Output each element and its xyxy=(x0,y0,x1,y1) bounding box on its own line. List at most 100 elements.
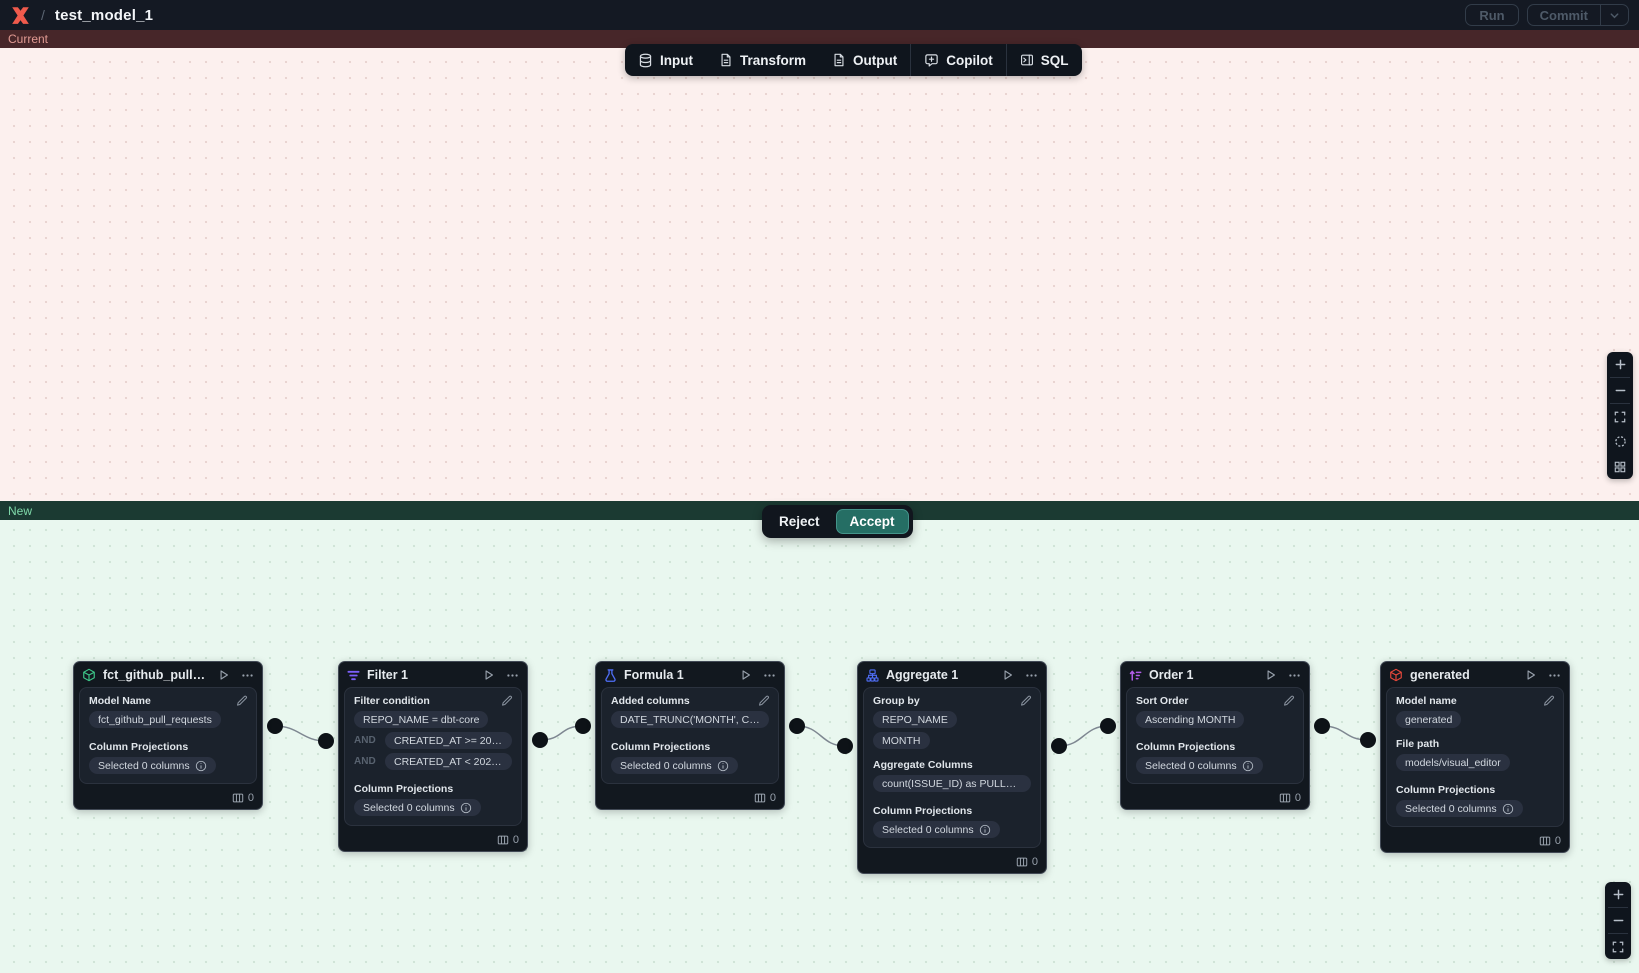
focus-button[interactable] xyxy=(1607,429,1633,454)
edge-target-handle[interactable] xyxy=(837,738,853,754)
play-icon xyxy=(483,669,495,681)
edge-source-handle[interactable] xyxy=(1051,738,1067,754)
file-text-icon xyxy=(832,53,846,67)
value-pill[interactable]: Selected 0 columns xyxy=(611,757,738,774)
row-count: 0 xyxy=(769,792,776,804)
app-logo-x-icon[interactable] xyxy=(10,5,31,26)
node-header[interactable]: Order 1 xyxy=(1121,662,1309,687)
zoom-out-button[interactable] xyxy=(1605,908,1631,933)
toolbar-item-sql[interactable]: SQL xyxy=(1007,44,1082,76)
node-fct_github_pull_requests[interactable]: fct_github_pull_requestsModel Namefct_gi… xyxy=(73,661,263,810)
toolbar-item-transform[interactable]: Transform xyxy=(706,44,819,76)
copilot-chat-icon xyxy=(924,53,939,68)
edit-node-button[interactable] xyxy=(236,695,248,707)
fit-view-button[interactable] xyxy=(1607,404,1633,429)
node-menu-button[interactable] xyxy=(1025,669,1038,682)
node-menu-button[interactable] xyxy=(241,669,254,682)
edit-node-button[interactable] xyxy=(1020,695,1032,707)
value-pill[interactable]: REPO_NAME xyxy=(873,711,957,728)
edge-target-handle[interactable] xyxy=(318,733,334,749)
node-title: fct_github_pull_requests xyxy=(103,668,207,682)
value-pill[interactable]: CREATED_AT >= 2024-12-01 xyxy=(385,732,512,749)
grid-button[interactable] xyxy=(1607,454,1633,479)
edit-node-button[interactable] xyxy=(758,695,770,707)
run-node-button[interactable] xyxy=(483,669,495,681)
node-menu-button[interactable] xyxy=(506,669,519,682)
reject-button[interactable]: Reject xyxy=(779,514,820,529)
info-icon[interactable] xyxy=(717,760,729,772)
run-node-button[interactable] xyxy=(218,669,230,681)
filter-icon xyxy=(347,669,360,682)
info-icon[interactable] xyxy=(195,760,207,772)
columns-count-icon xyxy=(1539,835,1551,847)
accept-button[interactable]: Accept xyxy=(835,509,909,534)
edge-source-handle[interactable] xyxy=(267,718,283,734)
fit-view-button[interactable] xyxy=(1605,934,1631,959)
node-header[interactable]: Aggregate 1 xyxy=(858,662,1046,687)
zoom-in-icon xyxy=(1612,888,1625,901)
field-label: Column Projections xyxy=(89,741,189,753)
chevron-down-icon[interactable] xyxy=(1600,5,1628,25)
value-pill[interactable]: REPO_NAME = dbt-core xyxy=(354,711,489,728)
value-pill[interactable]: count(ISSUE_ID) as PULL_REQUEST_… xyxy=(873,775,1031,792)
edge-target-handle[interactable] xyxy=(1360,732,1376,748)
zoom-out-button[interactable] xyxy=(1607,378,1633,403)
edit-node-button[interactable] xyxy=(1283,695,1295,707)
run-node-button[interactable] xyxy=(1265,669,1277,681)
value-pill[interactable]: MONTH xyxy=(873,732,930,749)
edge-source-handle[interactable] xyxy=(1314,718,1330,734)
edge-source-handle[interactable] xyxy=(789,718,805,734)
value-pill[interactable]: Selected 0 columns xyxy=(1136,757,1263,774)
value-pill[interactable]: Selected 0 columns xyxy=(873,821,1000,838)
field-label: File path xyxy=(1396,738,1440,750)
zoom-in-button[interactable] xyxy=(1607,352,1633,377)
value-pill[interactable]: models/visual_editor xyxy=(1396,754,1510,771)
edge-target-handle[interactable] xyxy=(575,718,591,734)
node-menu-button[interactable] xyxy=(1548,669,1561,682)
run-button[interactable]: Run xyxy=(1465,4,1519,26)
value-pill[interactable]: Selected 0 columns xyxy=(354,799,481,816)
value-pill[interactable]: DATE_TRUNC('MONTH', CREATED_AT… xyxy=(611,711,769,728)
value-pill-text: MONTH xyxy=(882,734,921,747)
node-header[interactable]: Formula 1 xyxy=(596,662,784,687)
value-pill[interactable]: generated xyxy=(1396,711,1462,728)
value-pill[interactable]: CREATED_AT < 2025-03-01 xyxy=(385,753,512,770)
value-row: Selected 0 columns xyxy=(354,799,512,816)
node-menu-button[interactable] xyxy=(1288,669,1301,682)
node-header[interactable]: generated xyxy=(1381,662,1569,687)
edge-source-handle[interactable] xyxy=(532,732,548,748)
info-icon[interactable] xyxy=(1502,803,1514,815)
toolbar-item-copilot[interactable]: Copilot xyxy=(911,44,1006,76)
value-pill[interactable]: Selected 0 columns xyxy=(1396,800,1523,817)
run-node-button[interactable] xyxy=(1525,669,1537,681)
zoom-in-button[interactable] xyxy=(1605,882,1631,907)
info-icon[interactable] xyxy=(460,802,472,814)
info-icon[interactable] xyxy=(979,824,991,836)
run-node-button[interactable] xyxy=(740,669,752,681)
breadcrumb-separator: / xyxy=(41,7,45,23)
run-node-button[interactable] xyxy=(1002,669,1014,681)
value-pill[interactable]: Ascending MONTH xyxy=(1136,711,1245,728)
toolbar-item-input[interactable]: Input xyxy=(625,44,706,76)
toolbar-item-output[interactable]: Output xyxy=(819,44,910,76)
edge-target-handle[interactable] xyxy=(1100,718,1116,734)
value-pill[interactable]: fct_github_pull_requests xyxy=(89,711,221,728)
node-footer: 0 xyxy=(596,790,784,809)
value-pill[interactable]: Selected 0 columns xyxy=(89,757,216,774)
node-header[interactable]: Filter 1 xyxy=(339,662,527,687)
current-canvas[interactable] xyxy=(0,48,1639,501)
commit-button[interactable]: Commit xyxy=(1539,7,1588,23)
edit-node-button[interactable] xyxy=(1543,695,1555,707)
node-menu-button[interactable] xyxy=(763,669,776,682)
edit-node-button[interactable] xyxy=(501,695,513,707)
value-pill-text: generated xyxy=(1405,713,1453,726)
node-header[interactable]: fct_github_pull_requests xyxy=(74,662,262,687)
info-icon[interactable] xyxy=(1242,760,1254,772)
review-actions: Reject Accept xyxy=(762,505,913,538)
